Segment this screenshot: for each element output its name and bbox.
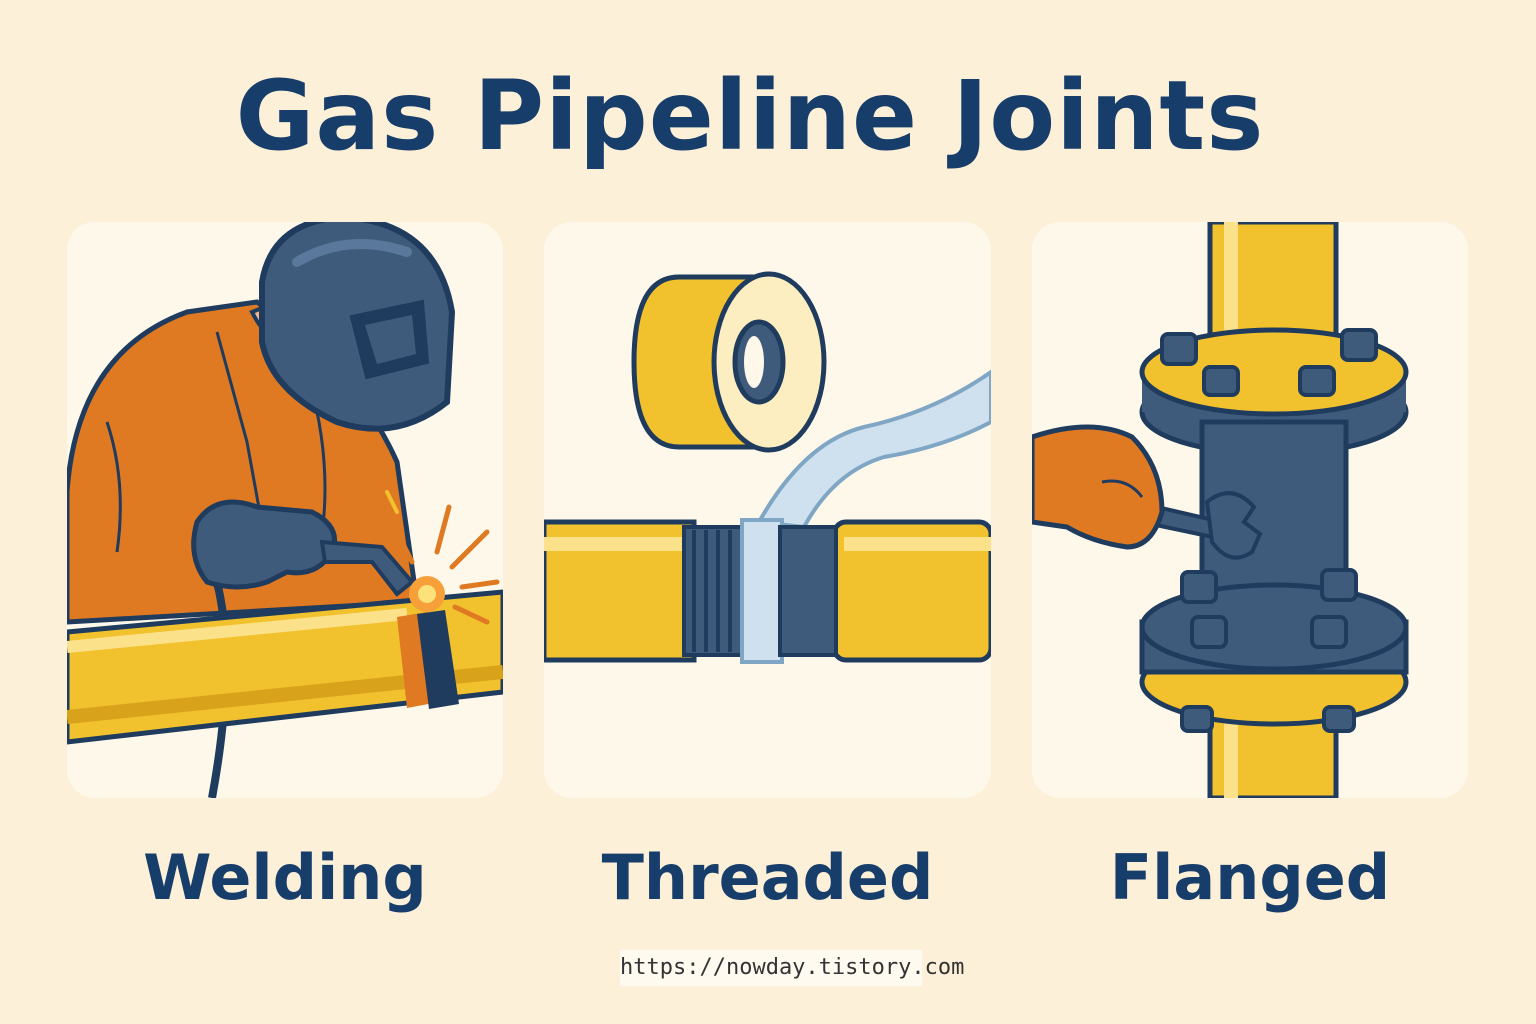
thread-tape-icon [544, 271, 991, 664]
threaded-panel [544, 222, 991, 798]
flanged-panel [1032, 222, 1468, 798]
threaded-label: Threaded [601, 841, 934, 914]
welding-label: Welding [143, 841, 427, 914]
welding-panel [67, 222, 503, 798]
welder-icon [67, 222, 503, 798]
flange-icon [1032, 222, 1409, 798]
flanged-label: Flanged [1109, 841, 1391, 914]
source-url[interactable]: https://nowday.tistory.com [620, 950, 964, 986]
page-title: Gas Pipeline Joints [235, 60, 1265, 172]
